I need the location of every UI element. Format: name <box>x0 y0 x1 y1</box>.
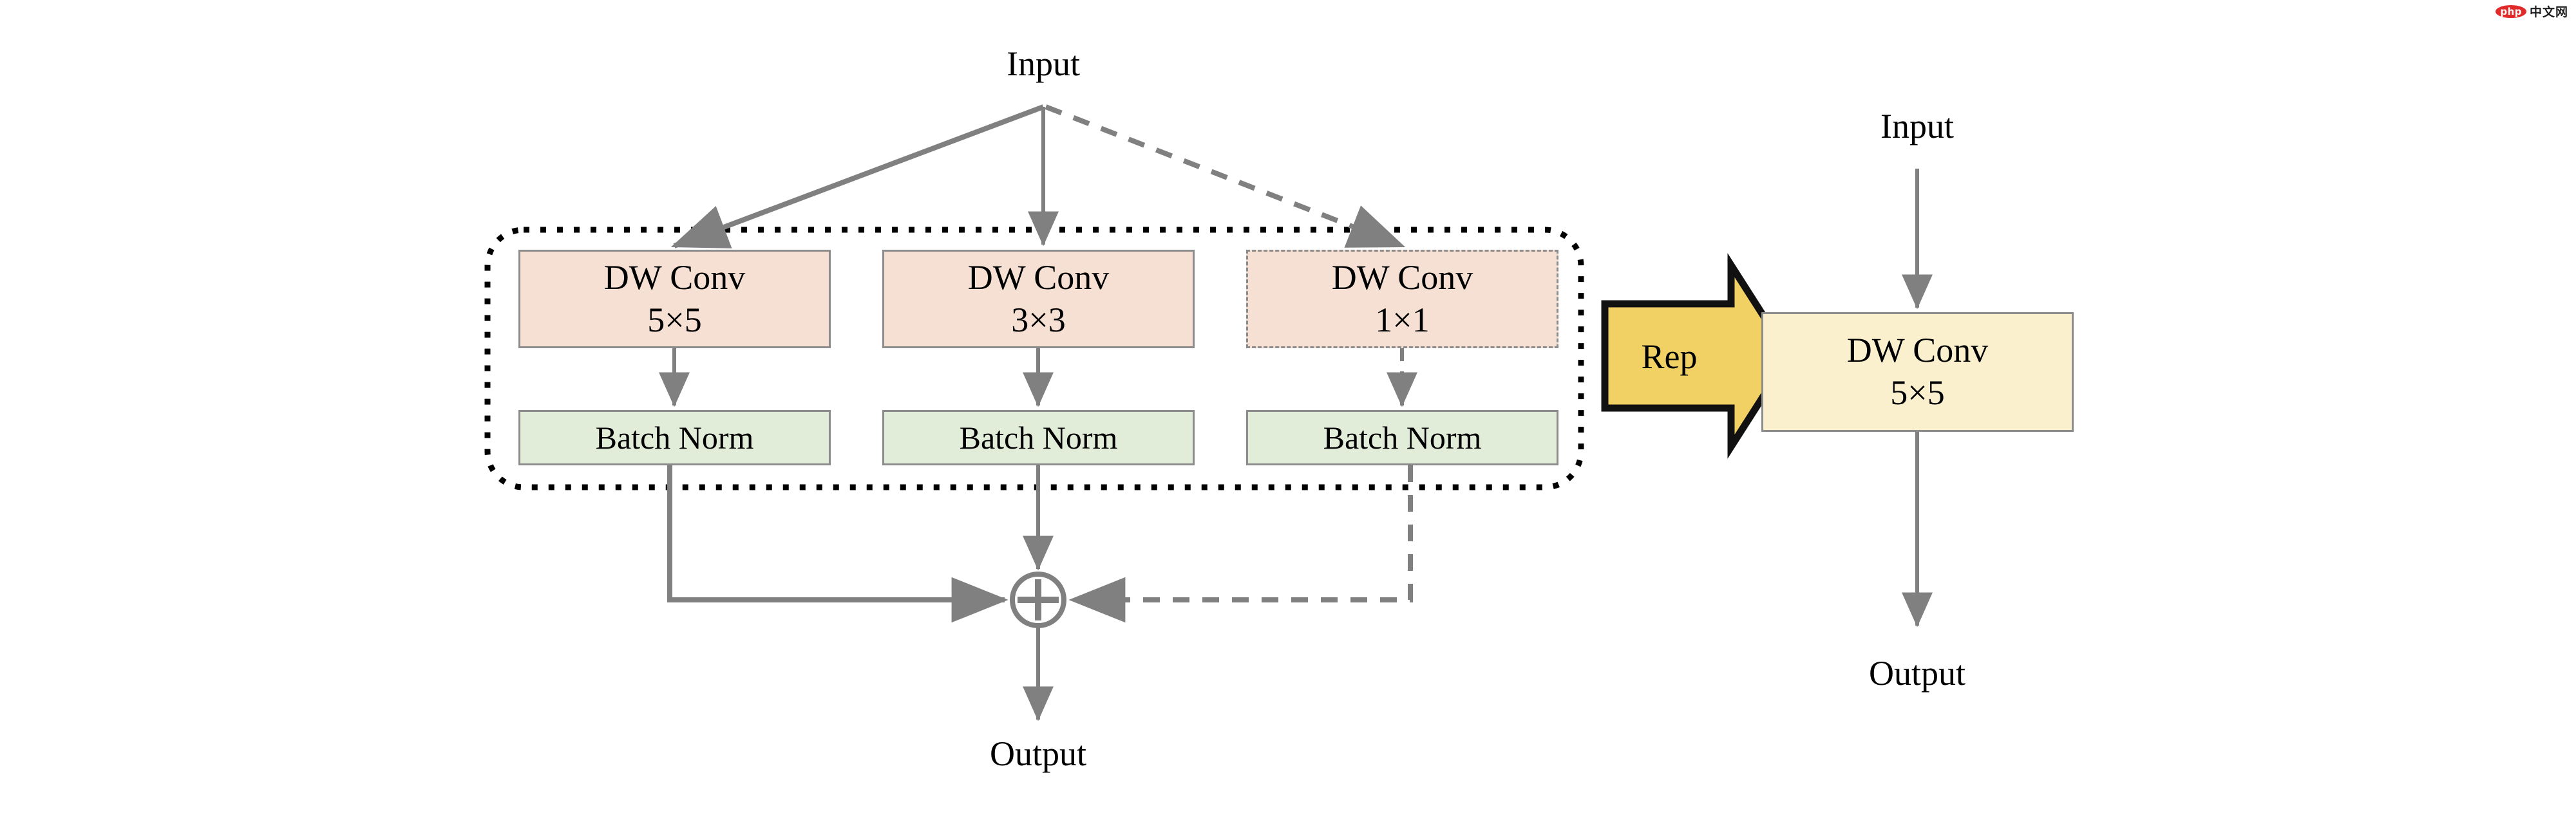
rep-conv-title: DW Conv <box>1846 331 1989 370</box>
conv-box-3x3-kernel: 3×3 <box>1011 300 1066 339</box>
conv-box-5x5-kernel: 5×5 <box>647 300 702 339</box>
watermark-badge: php <box>2496 5 2526 18</box>
rep-arrow-label: Rep <box>1641 337 1698 376</box>
conv-box-5x5[interactable]: DW Conv 5×5 <box>518 250 831 348</box>
training-block-container <box>484 227 1584 490</box>
rep-arrow-shape <box>1601 253 1794 459</box>
conv-box-1x1-kernel: 1×1 <box>1375 300 1430 339</box>
batch-norm-label-3x3: Batch Norm <box>959 419 1118 456</box>
right-output-label: Output <box>1868 654 1965 693</box>
conv-box-3x3[interactable]: DW Conv 3×3 <box>882 250 1195 348</box>
conv-box-5x5-title: DW Conv <box>603 257 746 297</box>
conv-box-1x1[interactable]: DW Conv 1×1 <box>1246 250 1558 348</box>
edge-input-to-conv5x5 <box>670 104 1045 248</box>
conv-box-3x3-title: DW Conv <box>967 257 1110 297</box>
batch-norm-box-3x3[interactable]: Batch Norm <box>882 410 1195 465</box>
edge-input-to-conv1x1 <box>1045 104 1406 248</box>
batch-norm-label-1x1: Batch Norm <box>1323 419 1482 456</box>
batch-norm-label-5x5: Batch Norm <box>595 419 754 456</box>
watermark: php 中文网 <box>2496 3 2568 20</box>
batch-norm-box-1x1[interactable]: Batch Norm <box>1246 410 1558 465</box>
left-output-label: Output <box>989 734 1086 773</box>
rep-conv-kernel: 5×5 <box>1890 373 1945 412</box>
edge-bn1x1-to-sum <box>1068 465 1413 623</box>
watermark-text: 中文网 <box>2529 5 2568 19</box>
rep-conv-box-5x5[interactable]: DW Conv 5×5 <box>1761 312 2074 432</box>
edge-bn5x5-to-sum <box>667 465 1009 623</box>
left-input-label: Input <box>1007 44 1080 83</box>
batch-norm-box-5x5[interactable]: Batch Norm <box>518 410 831 465</box>
conv-box-1x1-title: DW Conv <box>1331 257 1473 297</box>
right-input-label: Input <box>1880 107 1954 145</box>
